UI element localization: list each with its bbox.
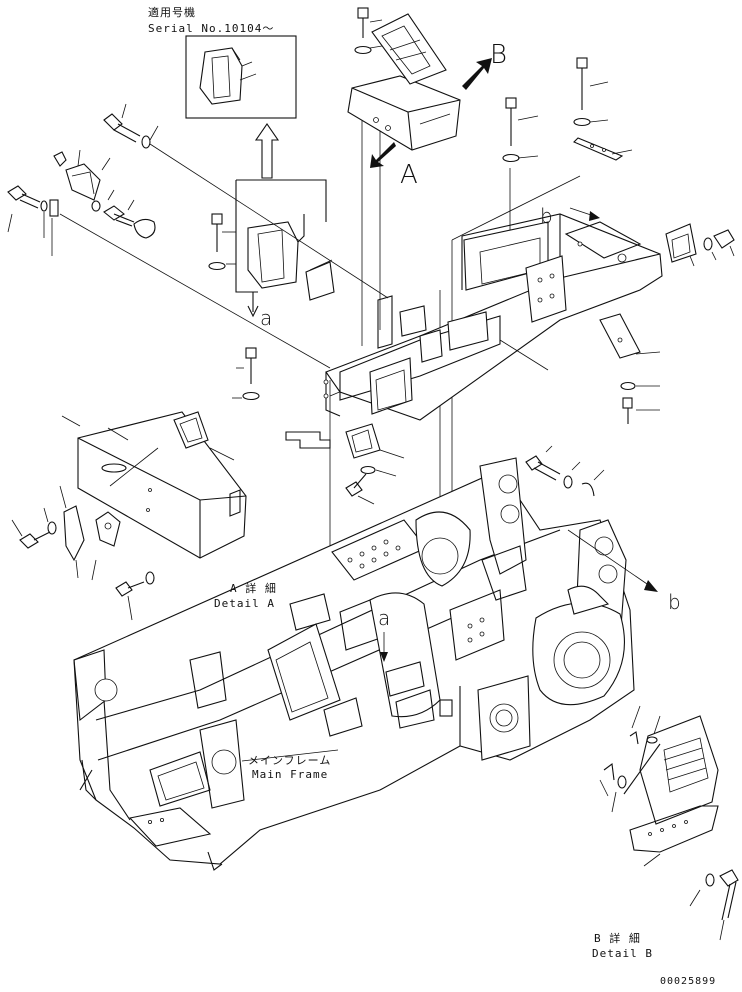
bolts-bracket [208, 213, 236, 271]
bolts-right-upper [502, 57, 633, 163]
serial-label-en: Serial No.10104～ [148, 22, 275, 35]
step-box [347, 13, 461, 151]
detail-a-label-en: Detail A [214, 597, 275, 610]
bolts-right-side [620, 223, 735, 424]
main-frame [73, 457, 635, 871]
letter-b-label: B [490, 40, 508, 70]
arrow-b-icon [462, 58, 492, 90]
detail-b-assembly [599, 705, 739, 941]
bracket-assembly [235, 179, 335, 318]
up-arrow-icon [254, 123, 280, 179]
pointer-arrows [380, 207, 658, 662]
detail-b-label-jp: B 詳 細 [594, 932, 641, 945]
bolts-top [354, 7, 383, 55]
arrow-a-mid-label: a [378, 606, 391, 630]
arrow-a-lower-label: a [260, 306, 273, 330]
arrow-a-icon [370, 142, 396, 168]
serial-inset [185, 35, 297, 119]
main-frame-label-jp: メインフレーム [248, 754, 332, 767]
detail-a-box [11, 411, 247, 621]
drawing-number: 00025899 [660, 976, 717, 987]
detail-a-label-jp: A 詳 細 [230, 582, 277, 595]
middle-parts [232, 347, 405, 505]
detail-b-label-en: Detail B [592, 947, 653, 960]
letter-a-label: A [400, 160, 418, 190]
bolts-frame-right [525, 445, 605, 497]
arrow-b-right-label: b [668, 590, 681, 614]
serial-label-jp: 適用号機 [148, 6, 196, 19]
upper-frame [323, 213, 663, 421]
arrow-b-upper-label: b [540, 204, 553, 228]
main-frame-label-en: Main Frame [252, 768, 329, 781]
leader-lines [59, 110, 581, 720]
upper-left-hardware [7, 103, 159, 256]
